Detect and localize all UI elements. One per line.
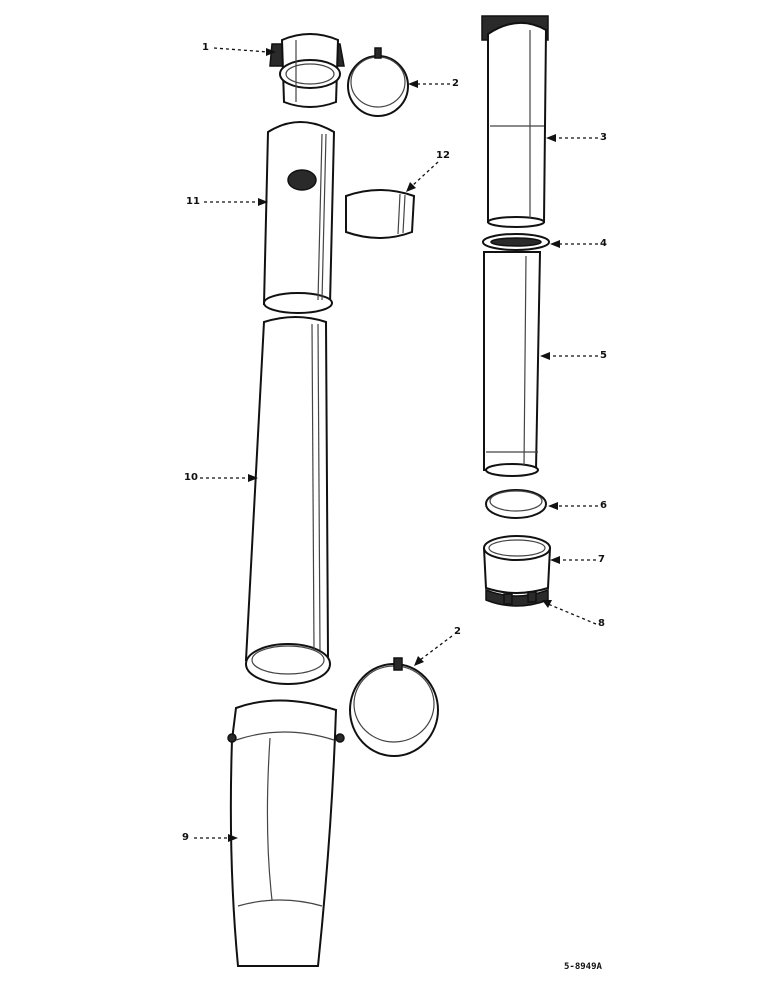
callout-1: 1 [202,42,209,53]
callout-6: 6 [600,500,607,511]
part-6-small-band [485,489,547,519]
part-11-pipe-with-hole [262,121,336,314]
callout-3: 3 [600,132,607,143]
callout-11: 11 [186,196,200,207]
part-4-flared-ring [482,233,550,251]
part-3-right-elbow-outlet [481,15,549,228]
part-5-pipe-section [483,251,542,477]
callout-8: 8 [598,618,605,629]
callout-5: 5 [600,350,607,361]
part-7-collar [482,535,552,594]
part-2-lower-clamp-ring [349,657,439,757]
callout-7: 7 [598,554,605,565]
part-10-long-pipe [244,316,331,685]
callout-4: 4 [600,238,607,249]
callout-12: 12 [436,150,450,161]
part-12-split-band [345,189,416,239]
part-1-elbow-outlet [269,33,345,108]
part-9-curved-elbow [227,699,345,967]
part-2-upper-clamp-ring [347,47,409,117]
callout-10: 10 [184,472,198,483]
callout-2-upper: 2 [452,78,459,89]
leader-lines [194,47,598,842]
callout-9: 9 [182,832,189,843]
figure-code: 5-8949A [564,962,602,972]
callout-2-lower: 2 [454,626,461,637]
